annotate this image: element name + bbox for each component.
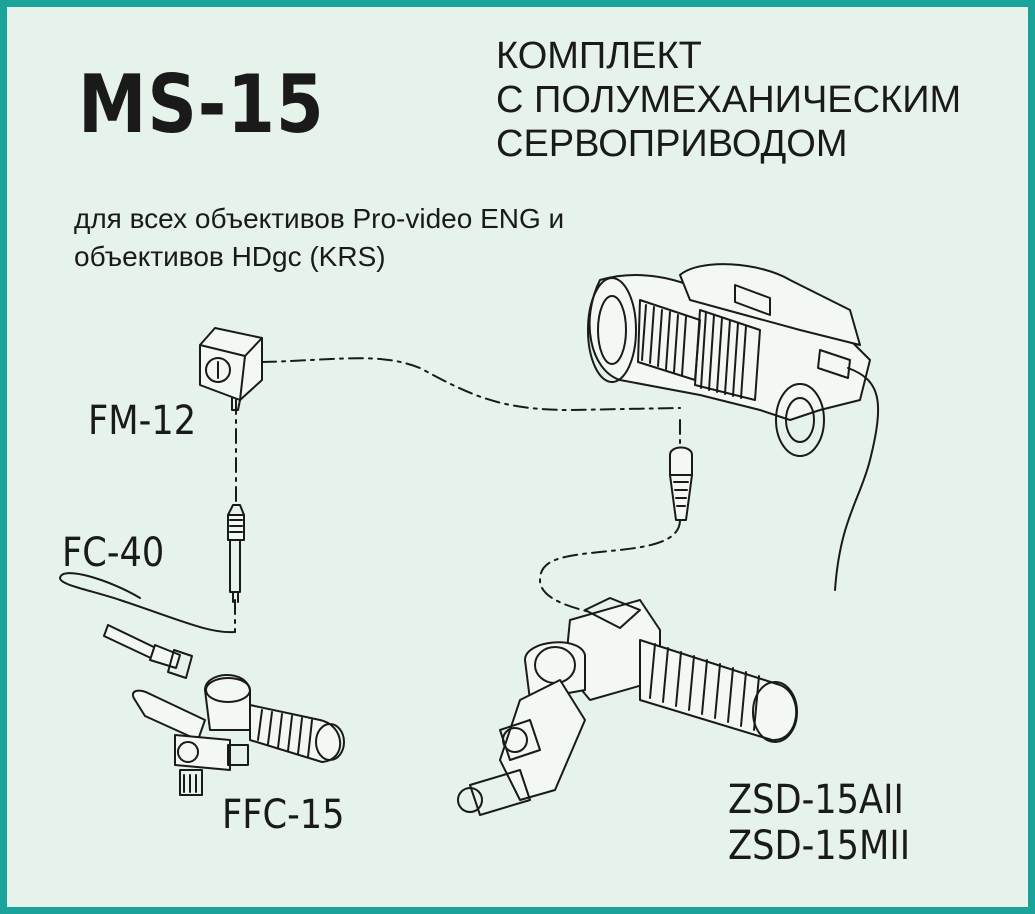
- product-title: MS-15: [78, 58, 325, 151]
- connection-lines: [234, 357, 681, 633]
- kit-heading-line: КОМПЛЕКТ: [496, 35, 702, 77]
- label-zsd15mii-text: ZSD-15MII: [728, 823, 911, 869]
- zoom-lens-icon: [587, 263, 880, 591]
- label-fc40-text: FC-40: [62, 530, 165, 576]
- fm12-to-lens-line: [261, 357, 681, 411]
- label-fm12: FM-12: [88, 398, 196, 444]
- compatibility-line: объективов HDgc (KRS): [74, 241, 386, 272]
- zsd-cable-line: [539, 519, 681, 613]
- zsd15-zoom-demand-icon: [457, 597, 798, 816]
- label-fc40: FC-40: [62, 530, 164, 576]
- fc40-cable-icon: [59, 504, 245, 679]
- zsd-connector-icon: [669, 446, 693, 521]
- kit-heading-line: С ПОЛУМЕХАНИЧЕСКИМ: [496, 79, 962, 121]
- compatibility-note: для всех объективов Pro-video ENG и объе…: [74, 200, 564, 276]
- ffc15-controller-icon: [131, 674, 345, 796]
- label-ffc15-text: FFC-15: [222, 792, 345, 838]
- fm12-module-icon: [199, 327, 263, 411]
- label-fm12-text: FM-12: [88, 398, 197, 444]
- label-ffc15: FFC-15: [222, 792, 345, 838]
- label-zsd15: ZSD-15AII ZSD-15MII: [728, 777, 910, 869]
- kit-heading-line: СЕРВОПРИВОДОМ: [496, 123, 848, 165]
- label-zsd15aii-text: ZSD-15AII: [728, 777, 904, 823]
- compatibility-line: для всех объективов Pro-video ENG и: [74, 203, 565, 234]
- kit-heading: КОМПЛЕКТ С ПОЛУМЕХАНИЧЕСКИМ СЕРВОПРИВОДО…: [496, 34, 961, 166]
